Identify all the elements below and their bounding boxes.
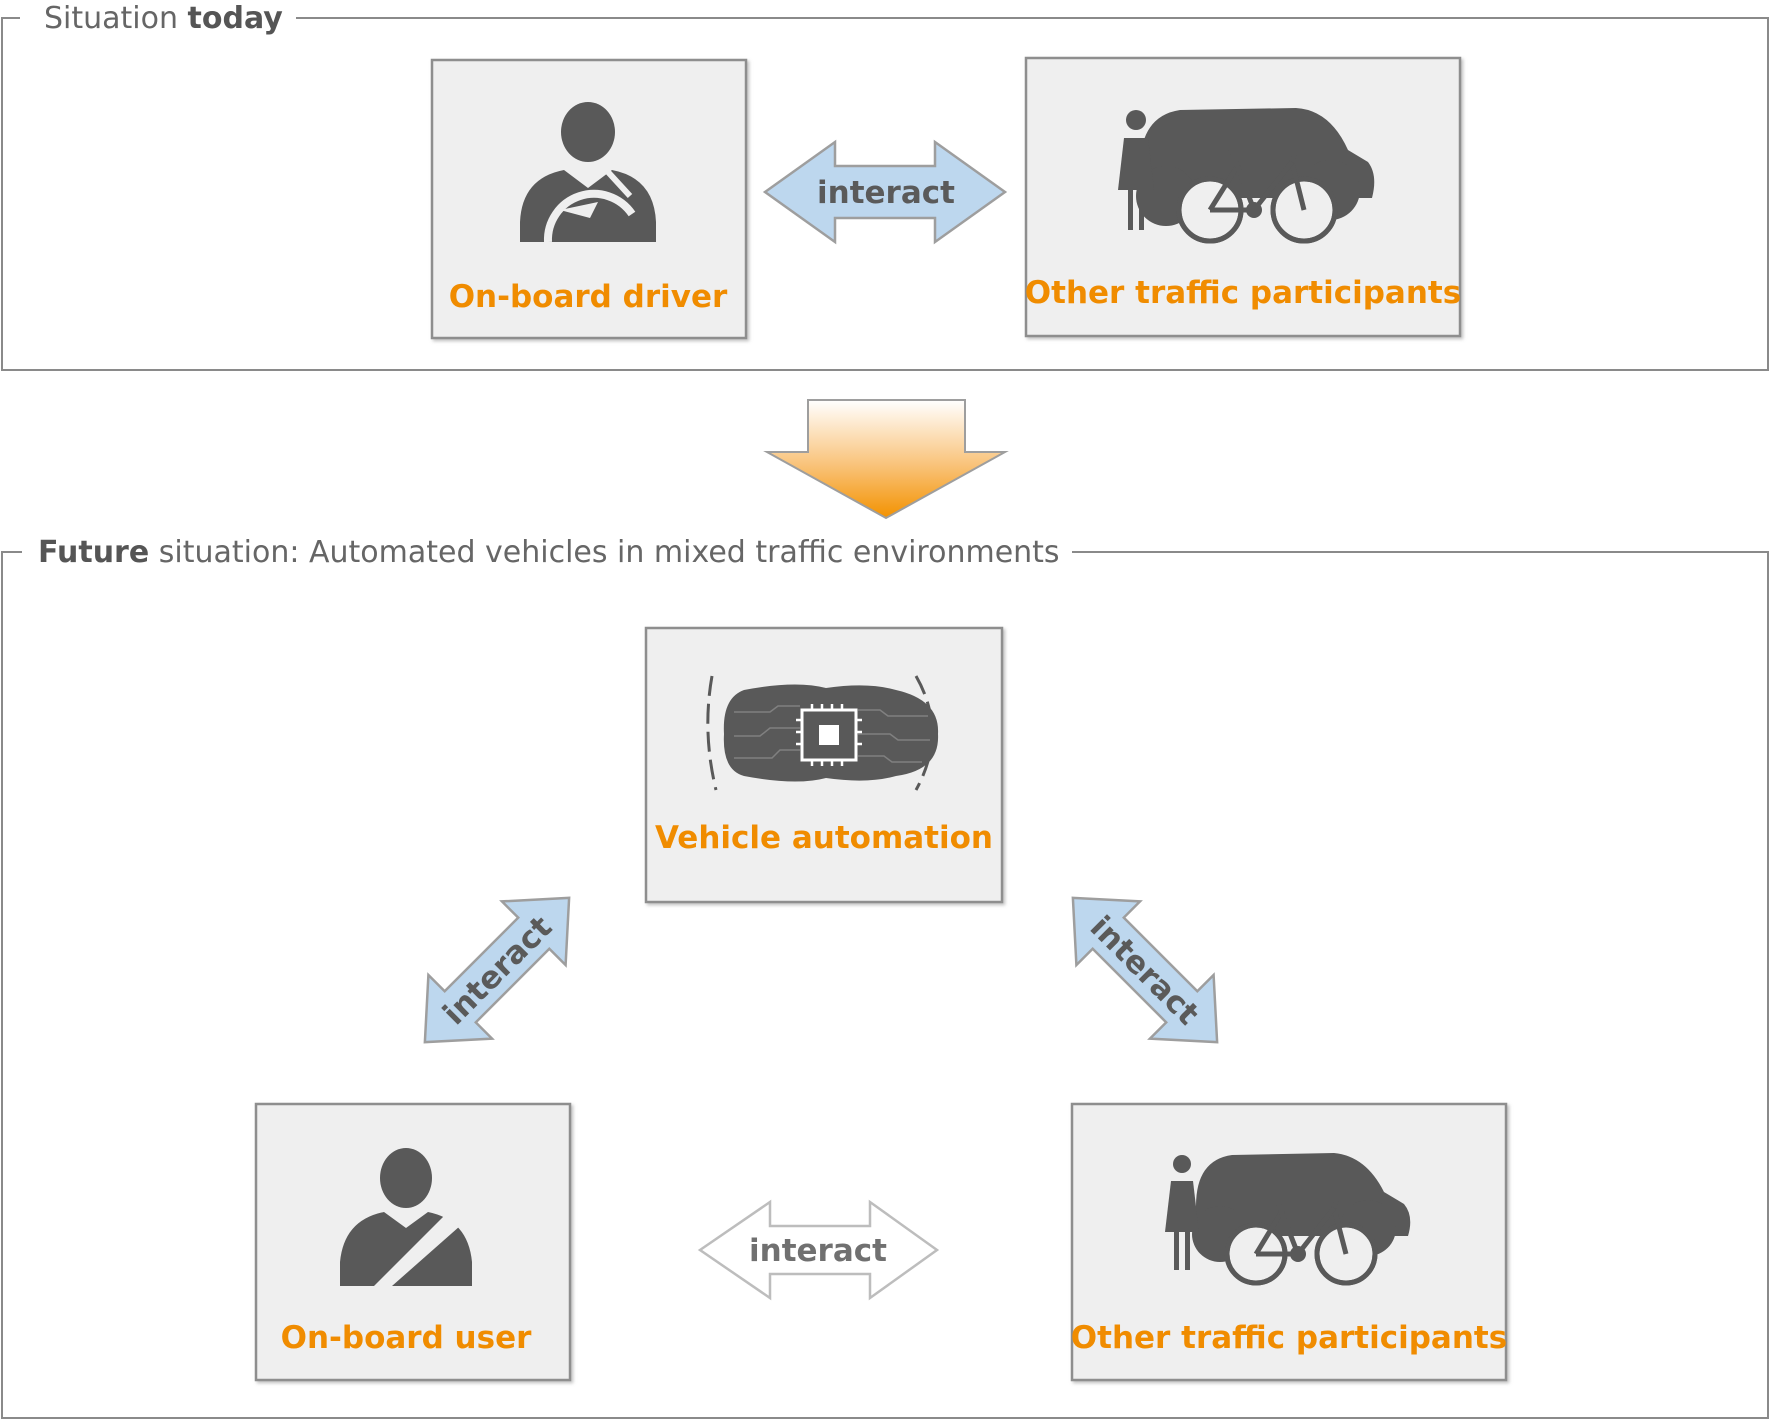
double-arrow-icon <box>1071 896 1219 1044</box>
down-arrow-icon <box>763 399 1009 520</box>
node-box <box>1070 1102 1508 1382</box>
pedestrian-bicycle-car-icon <box>1118 108 1375 244</box>
node-label: Other traffic participants <box>1071 1320 1507 1356</box>
section-today: Situation today On-board driver interact <box>1 1 1769 371</box>
arrow-user-automation-interact: interact <box>423 896 571 1044</box>
double-arrow-icon <box>762 139 1008 245</box>
arrow-today-interact: interact <box>762 139 1008 245</box>
node-other-participants-today: Other traffic participants <box>1024 56 1462 338</box>
pedestrian-bicycle-car-icon <box>1165 1153 1411 1286</box>
section-future-frame <box>1 551 1769 1419</box>
automated-car-chip-icon <box>706 675 939 791</box>
section-today-frame <box>1 17 1769 371</box>
node-onboard-user: On-board user <box>254 1102 572 1382</box>
node-other-participants-future: Other traffic participants <box>1070 1102 1508 1382</box>
arrow-label: interact <box>436 909 559 1032</box>
node-label: Other traffic participants <box>1025 275 1461 311</box>
section-today-title: Situation today <box>44 1 283 36</box>
double-arrow-icon <box>423 896 571 1044</box>
node-onboard-driver: On-board driver <box>430 58 748 340</box>
seatbelted-passenger-icon <box>340 1148 472 1286</box>
arrow-label: interact <box>817 175 955 211</box>
transition-arrow <box>763 399 1009 520</box>
node-label: Vehicle automation <box>655 820 993 856</box>
driver-with-steering-wheel-icon <box>520 102 656 243</box>
arrow-user-participants-interact: interact <box>697 1199 940 1301</box>
node-label: On-board driver <box>449 279 728 315</box>
node-label: On-board user <box>281 1320 533 1356</box>
node-vehicle-automation: Vehicle automation <box>644 626 1004 904</box>
arrow-automation-participants-interact: interact <box>1071 896 1219 1044</box>
double-arrow-icon <box>697 1199 940 1301</box>
section-future: Future situation: Automated vehicles in … <box>1 535 1769 1419</box>
arrow-label: interact <box>749 1233 887 1269</box>
section-future-title: Future situation: Automated vehicles in … <box>38 535 1060 570</box>
arrow-label: interact <box>1083 909 1206 1032</box>
